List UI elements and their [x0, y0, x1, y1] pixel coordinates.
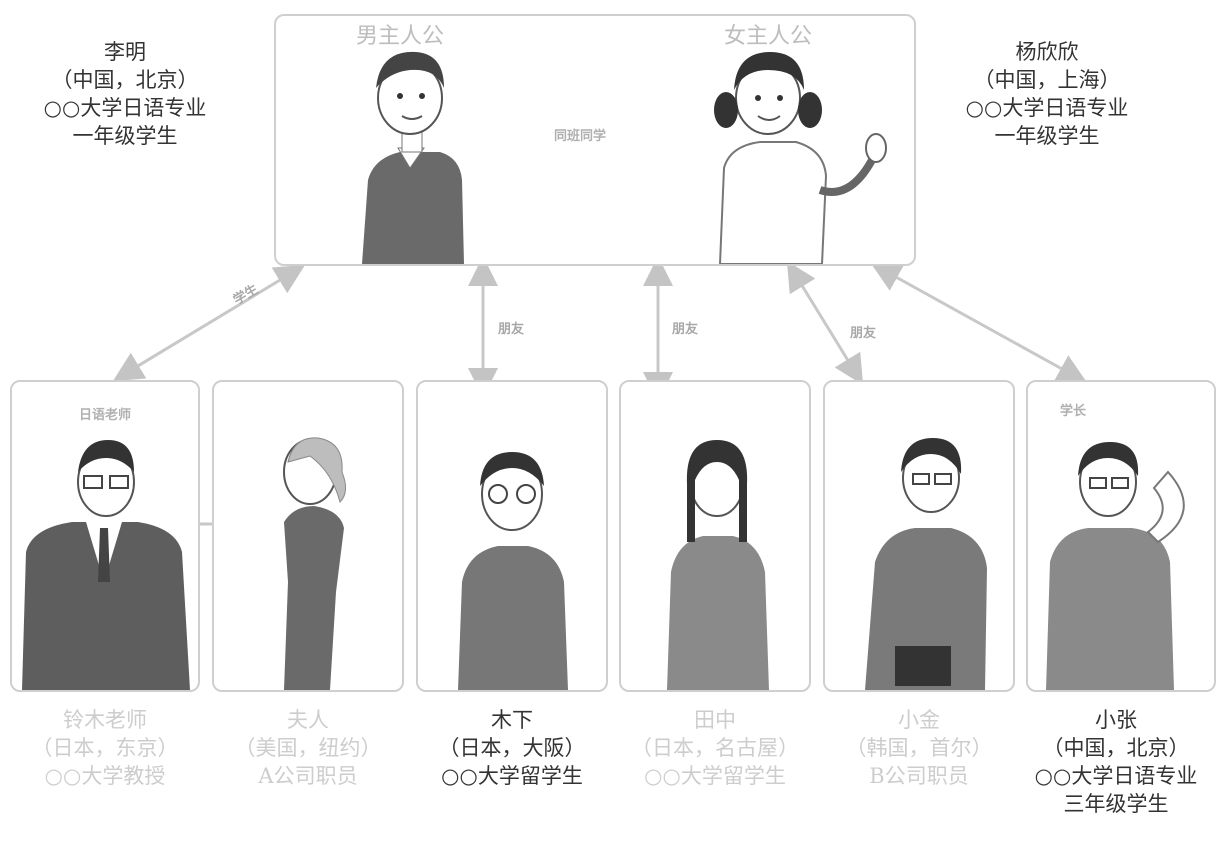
- zhang-name: 小张: [1095, 708, 1137, 732]
- relation-friend-2: 朋友: [672, 322, 699, 337]
- male-protagonist-header: 男主人公: [355, 24, 444, 49]
- tanaka-origin: （日本，名古屋）: [631, 736, 799, 760]
- kinoshita-figure: [458, 452, 568, 690]
- tanaka-figure: [667, 440, 769, 690]
- yang-name: 杨欣欣: [1015, 40, 1079, 64]
- suzuki-figure: [22, 440, 190, 690]
- wife-figure: [283, 437, 346, 690]
- kinoshita-name: 木下: [491, 708, 533, 732]
- liming-school: ○○大学日语专业: [43, 96, 207, 120]
- zhang-school: ○○大学日语专业: [1034, 764, 1198, 788]
- yang-caption: 杨欣欣 （中国，上海） ○○大学日语专业 一年级学生: [932, 38, 1162, 150]
- kim-figure: [865, 438, 987, 690]
- kim-caption: 小金 （韩国，首尔） B公司职员: [819, 706, 1019, 790]
- liming-figure: [362, 51, 464, 264]
- liming-caption: 李明 （中国，北京） ○○大学日语专业 一年级学生: [10, 38, 240, 150]
- wife-origin: （美国，纽约）: [234, 736, 382, 760]
- zhang-figure: [1046, 442, 1185, 690]
- zhang-caption: 小张 （中国，北京） ○○大学日语专业 三年级学生: [1012, 706, 1220, 818]
- arrow-student: [112, 264, 306, 382]
- yang-figure: [714, 52, 887, 264]
- relation-friend-3: 朋友: [850, 326, 877, 341]
- kinoshita-origin: （日本，大阪）: [438, 736, 586, 760]
- suzuki-origin: （日本，东京）: [31, 736, 179, 760]
- arrow-friend-kim: [786, 260, 864, 386]
- suzuki-name: 铃木老师: [63, 708, 147, 732]
- tanaka-name: 田中: [694, 708, 736, 732]
- liming-grade: 一年级学生: [72, 124, 178, 148]
- yang-school: ○○大学日语专业: [965, 96, 1129, 120]
- wife-role: A公司职员: [258, 764, 358, 788]
- relation-friend-1: 朋友: [498, 322, 525, 337]
- kinoshita-role: ○○大学留学生: [441, 764, 583, 788]
- zhang-origin: （中国，北京）: [1042, 736, 1190, 760]
- yang-grade: 一年级学生: [994, 124, 1100, 148]
- suzuki-label: 日语老师: [78, 408, 131, 423]
- suzuki-role: ○○大学教授: [44, 764, 166, 788]
- wife-caption: 夫人 （美国，纽约） A公司职员: [208, 706, 408, 790]
- kim-name: 小金: [898, 708, 940, 732]
- tanaka-role: ○○大学留学生: [644, 764, 786, 788]
- yang-origin: （中国，上海）: [973, 68, 1121, 92]
- liming-origin: （中国，北京）: [51, 68, 199, 92]
- wife-name: 夫人: [287, 708, 329, 732]
- tanaka-caption: 田中 （日本，名古屋） ○○大学留学生: [615, 706, 815, 790]
- arrow-senior: [870, 263, 1088, 383]
- suzuki-caption: 铃木老师 （日本，东京） ○○大学教授: [5, 706, 205, 790]
- kim-origin: （韩国，首尔）: [845, 736, 993, 760]
- zhang-grade: 三年级学生: [1063, 792, 1169, 816]
- liming-name: 李明: [104, 40, 146, 64]
- classmate-label: 同班同学: [553, 129, 606, 144]
- kim-role: B公司职员: [869, 764, 969, 788]
- female-protagonist-header: 女主人公: [723, 24, 812, 49]
- zhang-label: 学长: [1060, 404, 1087, 419]
- kinoshita-caption: 木下 （日本，大阪） ○○大学留学生: [412, 706, 612, 790]
